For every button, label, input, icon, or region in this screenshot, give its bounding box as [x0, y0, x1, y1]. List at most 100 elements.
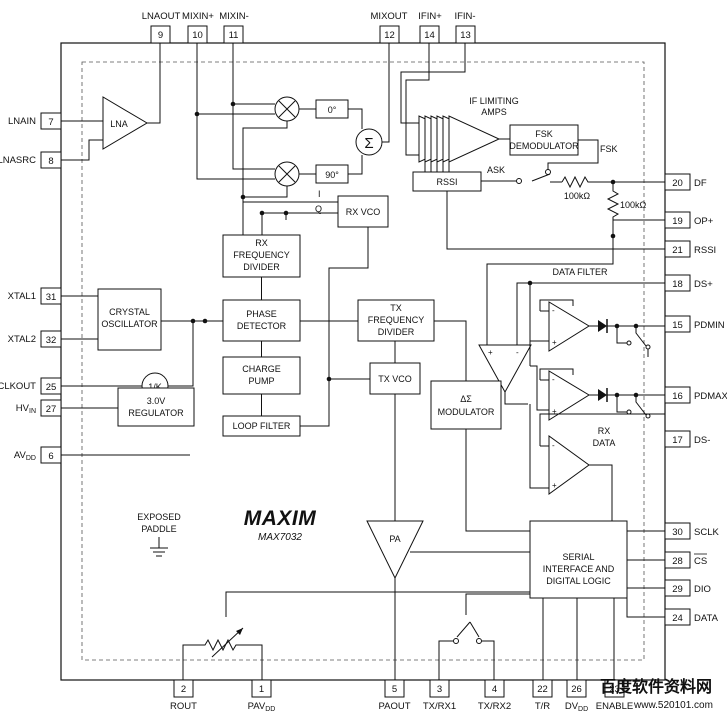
pin-dio: 29 DIO [664, 579, 711, 597]
svg-text:2: 2 [181, 684, 186, 695]
svg-text:CS: CS [694, 556, 707, 567]
pin-pdmax: 16 PDMAX [664, 386, 727, 404]
svg-text:CHARGE: CHARGE [242, 364, 281, 374]
pin-df: 20 DF [664, 173, 707, 191]
svg-text:HVIN: HVIN [16, 403, 36, 415]
svg-text:28: 28 [672, 556, 683, 567]
svg-text:FREQUENCY: FREQUENCY [368, 315, 425, 325]
svg-text:百度软件资料网: 百度软件资料网 [600, 677, 712, 696]
svg-text:IFIN-: IFIN- [454, 11, 475, 22]
svg-text:ΔΣ: ΔΣ [460, 394, 472, 404]
svg-text:25: 25 [46, 382, 57, 393]
svg-text:PAOUT: PAOUT [378, 701, 410, 712]
paddle-outline [81, 61, 645, 661]
svg-text:PHASE: PHASE [246, 309, 277, 319]
svg-text:21: 21 [672, 245, 683, 256]
pin-avdd: AVDD 6 [14, 446, 62, 464]
svg-text:MIXIN-: MIXIN- [219, 11, 249, 22]
svg-text:IF LIMITING: IF LIMITING [469, 96, 519, 106]
pa-amplifier: PA [366, 520, 424, 580]
svg-text:100kΩ: 100kΩ [564, 191, 591, 201]
data-filter-amp: + - [478, 344, 532, 394]
svg-text:DVDD: DVDD [565, 701, 588, 713]
pin-txrx2: 4 TX/RX2 [478, 679, 511, 712]
svg-text:PUMP: PUMP [248, 376, 274, 386]
slicer-rx-data: - + RX DATA [548, 426, 615, 495]
svg-text:TX: TX [390, 303, 402, 313]
rx-vco-block: RX VCO [337, 195, 389, 228]
svg-text:90°: 90° [325, 170, 339, 180]
svg-text:5: 5 [392, 684, 397, 695]
svg-text:LNAOUT: LNAOUT [142, 11, 181, 22]
svg-text:3.0V: 3.0V [147, 396, 166, 406]
svg-text:-: - [516, 348, 519, 357]
svg-text:I: I [318, 189, 321, 199]
pin-data: 24 DATA [664, 608, 719, 626]
pin-paout: 5 PAOUT [378, 679, 411, 712]
svg-text:MODULATOR: MODULATOR [438, 407, 495, 417]
pin-clkout: CLKOUT 25 [0, 377, 62, 395]
svg-text:LNA: LNA [110, 119, 128, 129]
svg-text:PADDLE: PADDLE [141, 524, 176, 534]
svg-text:XTAL1: XTAL1 [8, 291, 36, 302]
svg-text:DATA FILTER: DATA FILTER [552, 267, 608, 277]
svg-text:DIGITAL LOGIC: DIGITAL LOGIC [546, 576, 611, 586]
svg-text:REGULATOR: REGULATOR [128, 408, 184, 418]
svg-text:RSSI: RSSI [694, 245, 716, 256]
phase-detector-block: PHASE DETECTOR [222, 299, 301, 342]
svg-text:DIO: DIO [694, 584, 711, 595]
svg-text:+: + [552, 338, 557, 347]
pin-lnain: LNAIN 7 [8, 112, 62, 130]
slicer-pdmax: - + [548, 370, 590, 421]
svg-text:Σ: Σ [364, 135, 373, 152]
pin-dvdd: 26 DVDD [565, 679, 588, 713]
svg-text:6: 6 [48, 451, 53, 462]
phase-90-block: 90° [315, 164, 349, 184]
pin-rout: 2 ROUT [170, 679, 197, 712]
pin-mixout: MIXOUT 12 [371, 11, 408, 44]
svg-text:-: - [552, 441, 555, 450]
svg-text:7: 7 [48, 117, 53, 128]
phase-0-block: 0° [315, 99, 349, 119]
svg-text:-: - [552, 375, 555, 384]
svg-text:RX: RX [255, 238, 268, 248]
svg-text:1/K: 1/K [148, 382, 162, 392]
svg-text:ASK: ASK [487, 165, 505, 175]
svg-text:PAVDD: PAVDD [248, 701, 276, 713]
pin-xtal2: XTAL2 32 [8, 330, 62, 348]
lna-amplifier: LNA [102, 96, 148, 150]
svg-text:24: 24 [672, 613, 683, 624]
pin-txrx1: 3 TX/RX1 [423, 679, 456, 712]
pin-xtal1: XTAL1 31 [8, 287, 62, 305]
svg-text:18: 18 [672, 279, 683, 290]
svg-text:PDMIN: PDMIN [694, 320, 725, 331]
chip-outline [60, 42, 666, 681]
pin-pdmin: 15 PDMIN [664, 315, 725, 333]
crystal-oscillator-block: CRYSTAL OSCILLATOR [97, 288, 162, 351]
charge-pump-block: CHARGE PUMP [222, 356, 301, 395]
svg-text:SERIAL: SERIAL [562, 552, 594, 562]
rx-divider-block: RX FREQUENCY DIVIDER [222, 234, 301, 278]
svg-text:+: + [488, 348, 493, 357]
svg-text:LNAIN: LNAIN [8, 116, 36, 127]
rssi-block: RSSI [412, 171, 482, 192]
serial-interface-block: SERIAL INTERFACE AND DIGITAL LOGIC [529, 520, 628, 599]
svg-text:Q: Q [315, 204, 322, 214]
svg-text:DETECTOR: DETECTOR [237, 321, 287, 331]
svg-text:MAXIM: MAXIM [244, 507, 317, 530]
pin-lnasrc: LNASRC 8 [0, 151, 62, 169]
pin-dsm: 17 DS- [664, 430, 710, 448]
svg-text:27: 27 [46, 404, 57, 415]
svg-text:+: + [552, 407, 557, 416]
svg-text:SCLK: SCLK [694, 527, 719, 538]
svg-text:TX/RX2: TX/RX2 [478, 701, 511, 712]
svg-text:13: 13 [460, 30, 471, 41]
svg-text:12: 12 [384, 30, 395, 41]
pin-mixinm: MIXIN- 11 [219, 11, 249, 44]
svg-text:DF: DF [694, 178, 707, 189]
svg-text:32: 32 [46, 335, 57, 346]
svg-text:www.520101.com: www.520101.com [633, 700, 713, 711]
pin-hvin: HVIN 27 [16, 399, 62, 417]
svg-text:4: 4 [492, 684, 497, 695]
pin-sclk: 30 SCLK [664, 522, 719, 540]
